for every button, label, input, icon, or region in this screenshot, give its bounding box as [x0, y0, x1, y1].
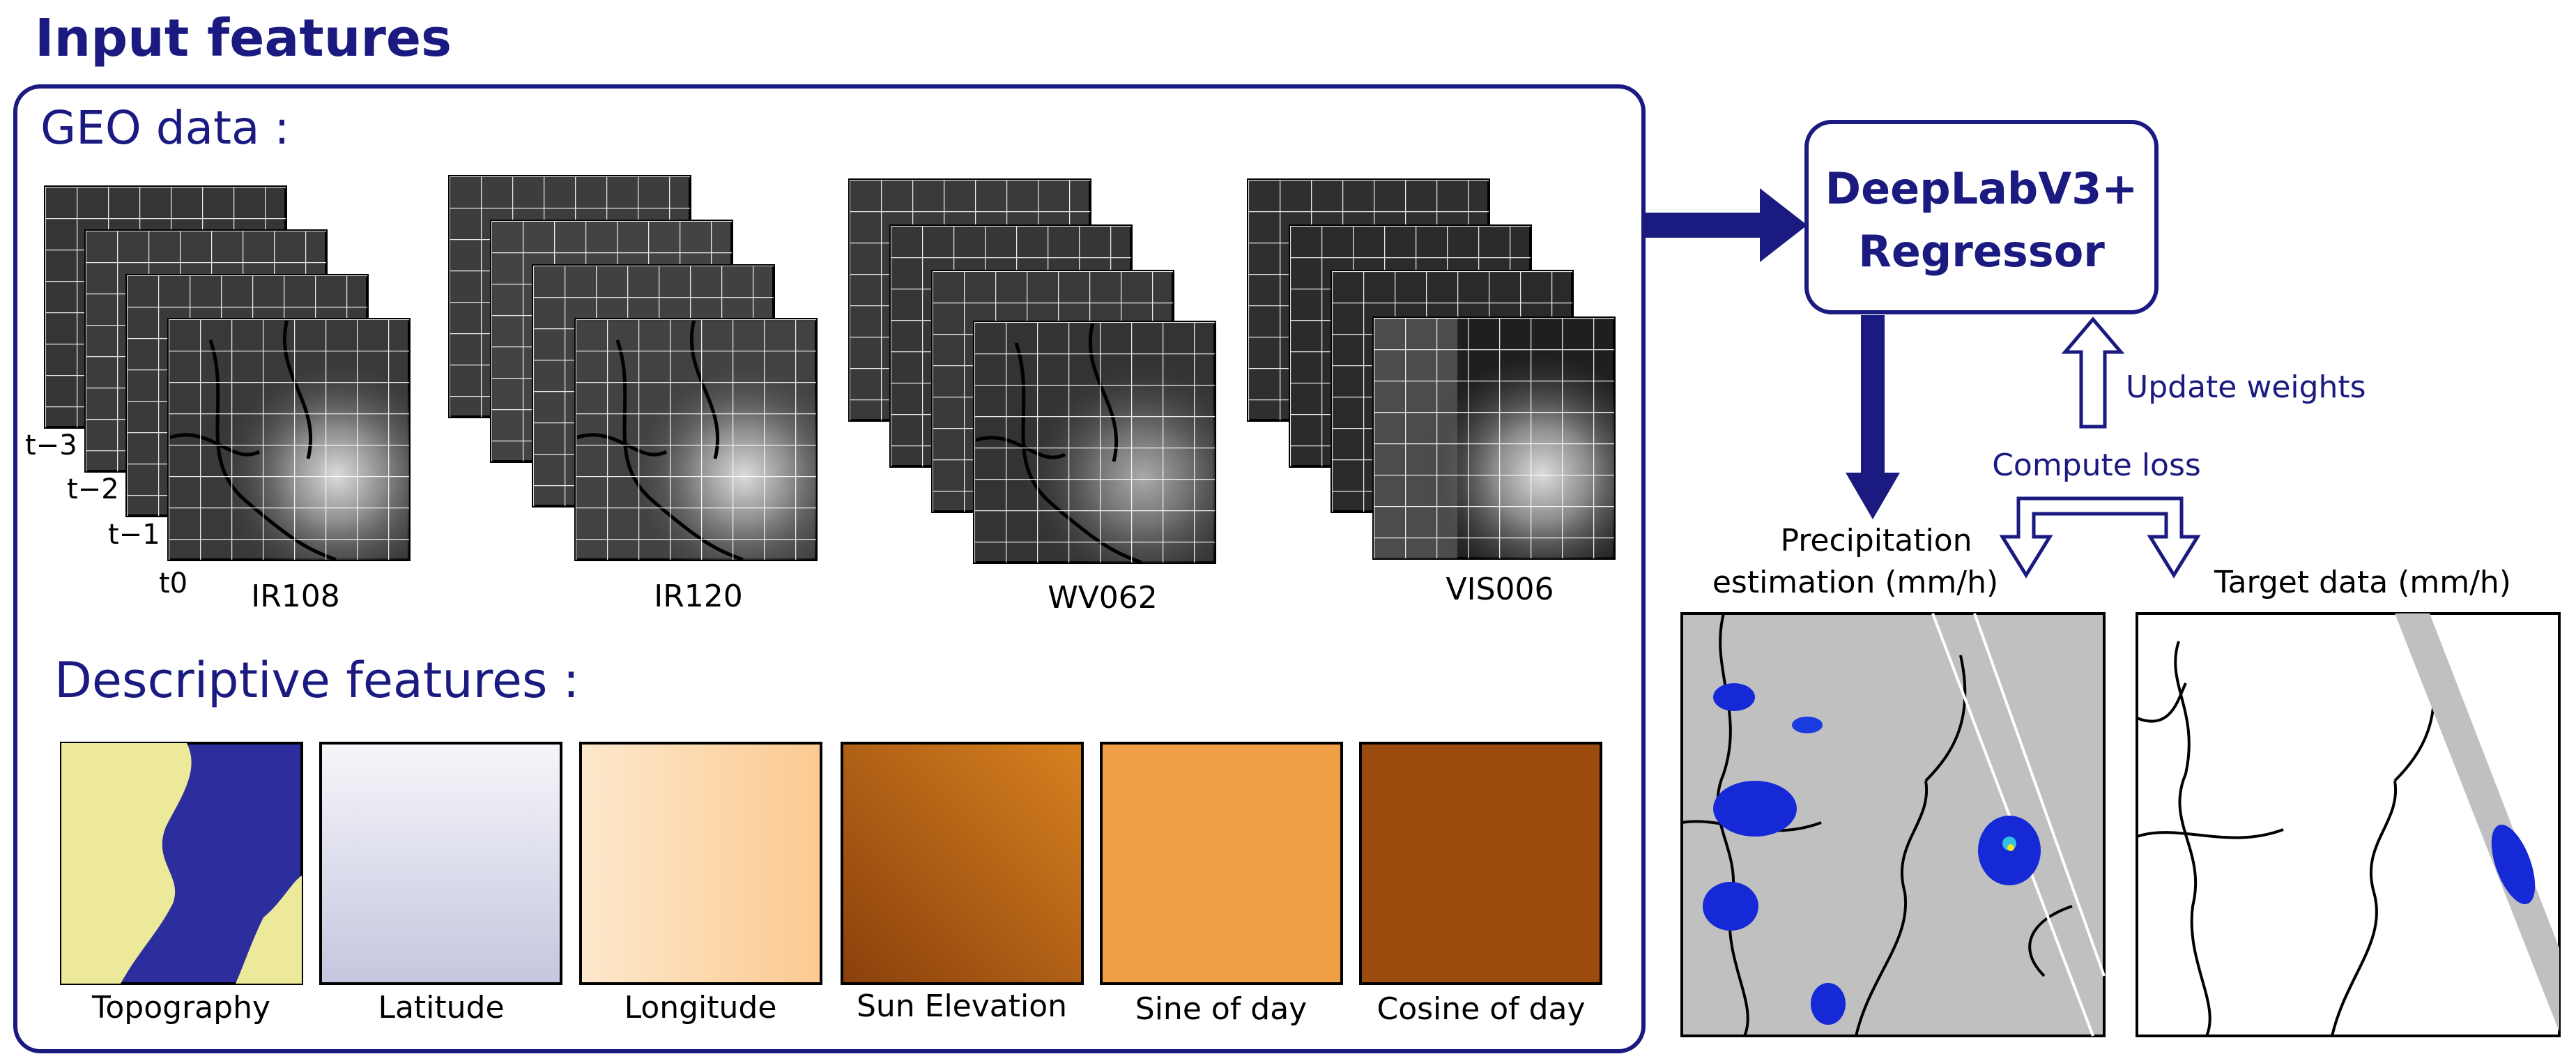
topography-thumbnail — [60, 742, 303, 985]
model-box — [1804, 120, 2159, 314]
estimation-label-line1: Precipitation — [1780, 523, 1972, 558]
time-label-t-1: t−1 — [108, 519, 160, 551]
cosine-of-day-thumbnail — [1359, 742, 1602, 985]
channel-label-ir108: IR108 — [251, 579, 340, 614]
ir120-stack — [448, 175, 818, 562]
geo-data-heading: GEO data : — [40, 101, 290, 155]
time-label-t0: t0 — [159, 567, 187, 600]
target-label: Target data (mm/h) — [2214, 565, 2511, 600]
time-label-t-2: t−2 — [67, 473, 119, 505]
sine-of-day-thumbnail — [1100, 742, 1343, 985]
latitude-thumbnail — [319, 742, 562, 985]
model-name-line1: DeepLabV3+ — [1825, 163, 2138, 214]
label-longitude: Longitude — [624, 990, 777, 1025]
wv062-stack — [848, 178, 1216, 565]
label-cosine-of-day: Cosine of day — [1377, 991, 1585, 1027]
label-latitude: Latitude — [378, 990, 504, 1025]
estimation-map — [1680, 612, 2106, 1037]
page-title: Input features — [35, 8, 452, 68]
sun-elevation-thumbnail — [841, 742, 1084, 985]
target-map — [2136, 612, 2561, 1037]
label-topography: Topography — [91, 990, 270, 1025]
model-name-line2: Regressor — [1858, 226, 2105, 277]
descriptive-features-heading: Descriptive features : — [54, 652, 579, 709]
vis006-stack — [1247, 178, 1616, 560]
channel-label-vis006: VIS006 — [1446, 572, 1554, 607]
compute-loss-label: Compute loss — [1992, 448, 2201, 483]
longitude-thumbnail — [579, 742, 822, 985]
estimation-label-line2: estimation (mm/h) — [1712, 565, 1998, 600]
channel-label-wv062: WV062 — [1048, 580, 1158, 616]
label-sine-of-day: Sine of day — [1135, 991, 1307, 1027]
compute-loss-arrow — [1999, 496, 2201, 579]
ir108-stack — [44, 185, 411, 562]
input-to-model-arrow — [1645, 188, 1807, 262]
channel-label-ir120: IR120 — [654, 579, 743, 614]
model-to-estimation-arrow — [1846, 315, 1900, 519]
update-weights-arrow — [2061, 316, 2125, 429]
time-label-t-3: t−3 — [25, 429, 77, 461]
label-sun-elevation: Sun Elevation — [857, 989, 1067, 1024]
update-weights-label: Update weights — [2126, 369, 2366, 405]
